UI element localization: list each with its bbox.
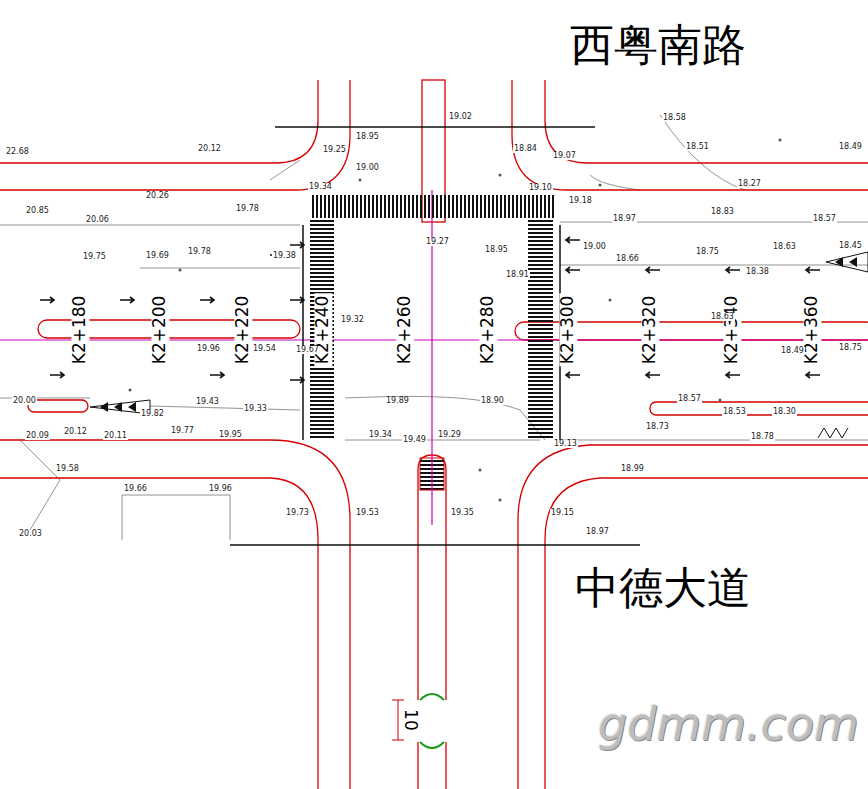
elevation-label: 18.97: [612, 215, 637, 223]
elevation-label: 19.43: [195, 398, 220, 406]
elevation-label: 19.15: [550, 509, 575, 517]
watermark: gdmm.com: [598, 700, 859, 748]
elevation-label: 18.75: [838, 344, 863, 352]
station-label: K2+320: [641, 294, 659, 367]
elevation-label: 19.78: [187, 248, 212, 256]
station-label: K2+260: [396, 294, 414, 367]
elevation-label: 18.49: [780, 347, 805, 355]
elevation-label: 18.63: [772, 243, 797, 251]
station-label: K2+360: [803, 294, 821, 367]
elevation-label: 19.33: [243, 405, 268, 413]
elevation-label: 20.26: [145, 192, 170, 200]
elevation-label: 18.38: [745, 268, 770, 276]
elevation-label: 19.38: [272, 252, 297, 260]
elevation-label: 19.54: [252, 345, 277, 353]
elevation-label: 19.32: [340, 316, 365, 324]
elevation-label: 19.00: [355, 164, 380, 172]
elevation-label: 19.58: [55, 465, 80, 473]
station-label: K2+180: [71, 294, 89, 367]
elevation-label: 18.66: [615, 255, 640, 263]
road-name: 中德大道: [575, 565, 751, 611]
elevation-label: 20.11: [103, 432, 128, 440]
elevation-label: 19.00: [582, 243, 607, 251]
station-label: K2+280: [479, 294, 497, 367]
elevation-label: 19.07: [552, 152, 577, 160]
elevation-label: 18.95: [484, 246, 509, 254]
elevation-label: 18.97: [585, 528, 610, 536]
elevation-label: 18.99: [620, 465, 645, 473]
station-label: K2+300: [559, 294, 577, 367]
elevation-label: 19.78: [235, 205, 260, 213]
elevation-label: 18.58: [662, 114, 687, 122]
elevation-label: 18.78: [750, 433, 775, 441]
station-label: K2+340: [723, 294, 741, 367]
elevation-label: 19.25: [322, 146, 347, 154]
elevation-label: 18.57: [812, 215, 837, 223]
elevation-label: 18.51: [685, 143, 710, 151]
elevation-label: 18.27: [737, 180, 762, 188]
elevation-label: 20.09: [25, 432, 50, 440]
elevation-label: 19.73: [285, 509, 310, 517]
elevation-label: 18.63: [710, 313, 735, 321]
dimension-label: 10: [401, 707, 419, 733]
elevation-label: 18.30: [772, 408, 797, 416]
elevation-label: 18.73: [645, 423, 670, 431]
elevation-label: 19.96: [196, 345, 221, 353]
elevation-label: 19.96: [208, 485, 233, 493]
elevation-label: 18.84: [513, 145, 538, 153]
elevation-label: 19.67: [295, 346, 320, 354]
elevation-label: 19.34: [308, 183, 333, 191]
elevation-label: 20.00: [12, 397, 37, 405]
elevation-label: 19.75: [82, 253, 107, 261]
elevation-label: 19.49: [402, 436, 427, 444]
station-label: K2+240: [314, 294, 332, 367]
elevation-label: 20.06: [85, 216, 110, 224]
elevation-label: 22.68: [5, 148, 30, 156]
elevation-label: 19.89: [385, 397, 410, 405]
station-label: K2+200: [151, 294, 169, 367]
elevation-label: 18.75: [695, 248, 720, 256]
road-name: 西粤南路: [570, 22, 746, 68]
elevation-label: 19.29: [437, 431, 462, 439]
elevation-label: 19.69: [145, 252, 170, 260]
elevation-label: 19.95: [218, 431, 243, 439]
station-label: K2+220: [234, 294, 252, 367]
elevation-label: 19.66: [123, 485, 148, 493]
elevation-label: 19.77: [170, 427, 195, 435]
elevation-label: 18.91: [505, 271, 530, 279]
elevation-label: 20.85: [25, 207, 50, 215]
elevation-label: 18.53: [722, 408, 747, 416]
elevation-label: 19.02: [448, 113, 473, 121]
elevation-label: 20.12: [197, 145, 222, 153]
elevation-label: 19.27: [425, 238, 450, 246]
elevation-label: 20.03: [18, 530, 43, 538]
elevation-label: 19.82: [140, 410, 165, 418]
elevation-label: 18.95: [355, 133, 380, 141]
elevation-label: 18.90: [480, 397, 505, 405]
elevation-label: 19.35: [450, 509, 475, 517]
elevation-label: 18.83: [710, 208, 735, 216]
elevation-label: 19.18: [568, 197, 593, 205]
elevation-label: 19.34: [368, 431, 393, 439]
elevation-label: 18.57: [677, 395, 702, 403]
elevation-label: 19.10: [528, 184, 553, 192]
elevation-label: 20.12: [63, 428, 88, 436]
elevation-label: 19.13: [553, 440, 578, 448]
elevation-label: 18.45: [838, 242, 863, 250]
elevation-label: 18.49: [838, 143, 863, 151]
elevation-label: 19.53: [355, 509, 380, 517]
